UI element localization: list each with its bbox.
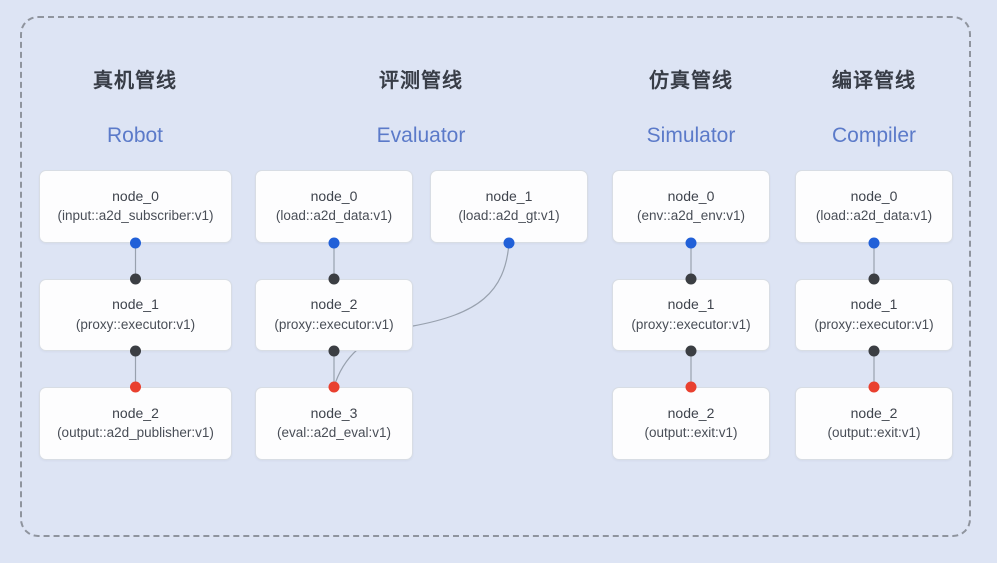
dashed-frame (20, 16, 971, 537)
